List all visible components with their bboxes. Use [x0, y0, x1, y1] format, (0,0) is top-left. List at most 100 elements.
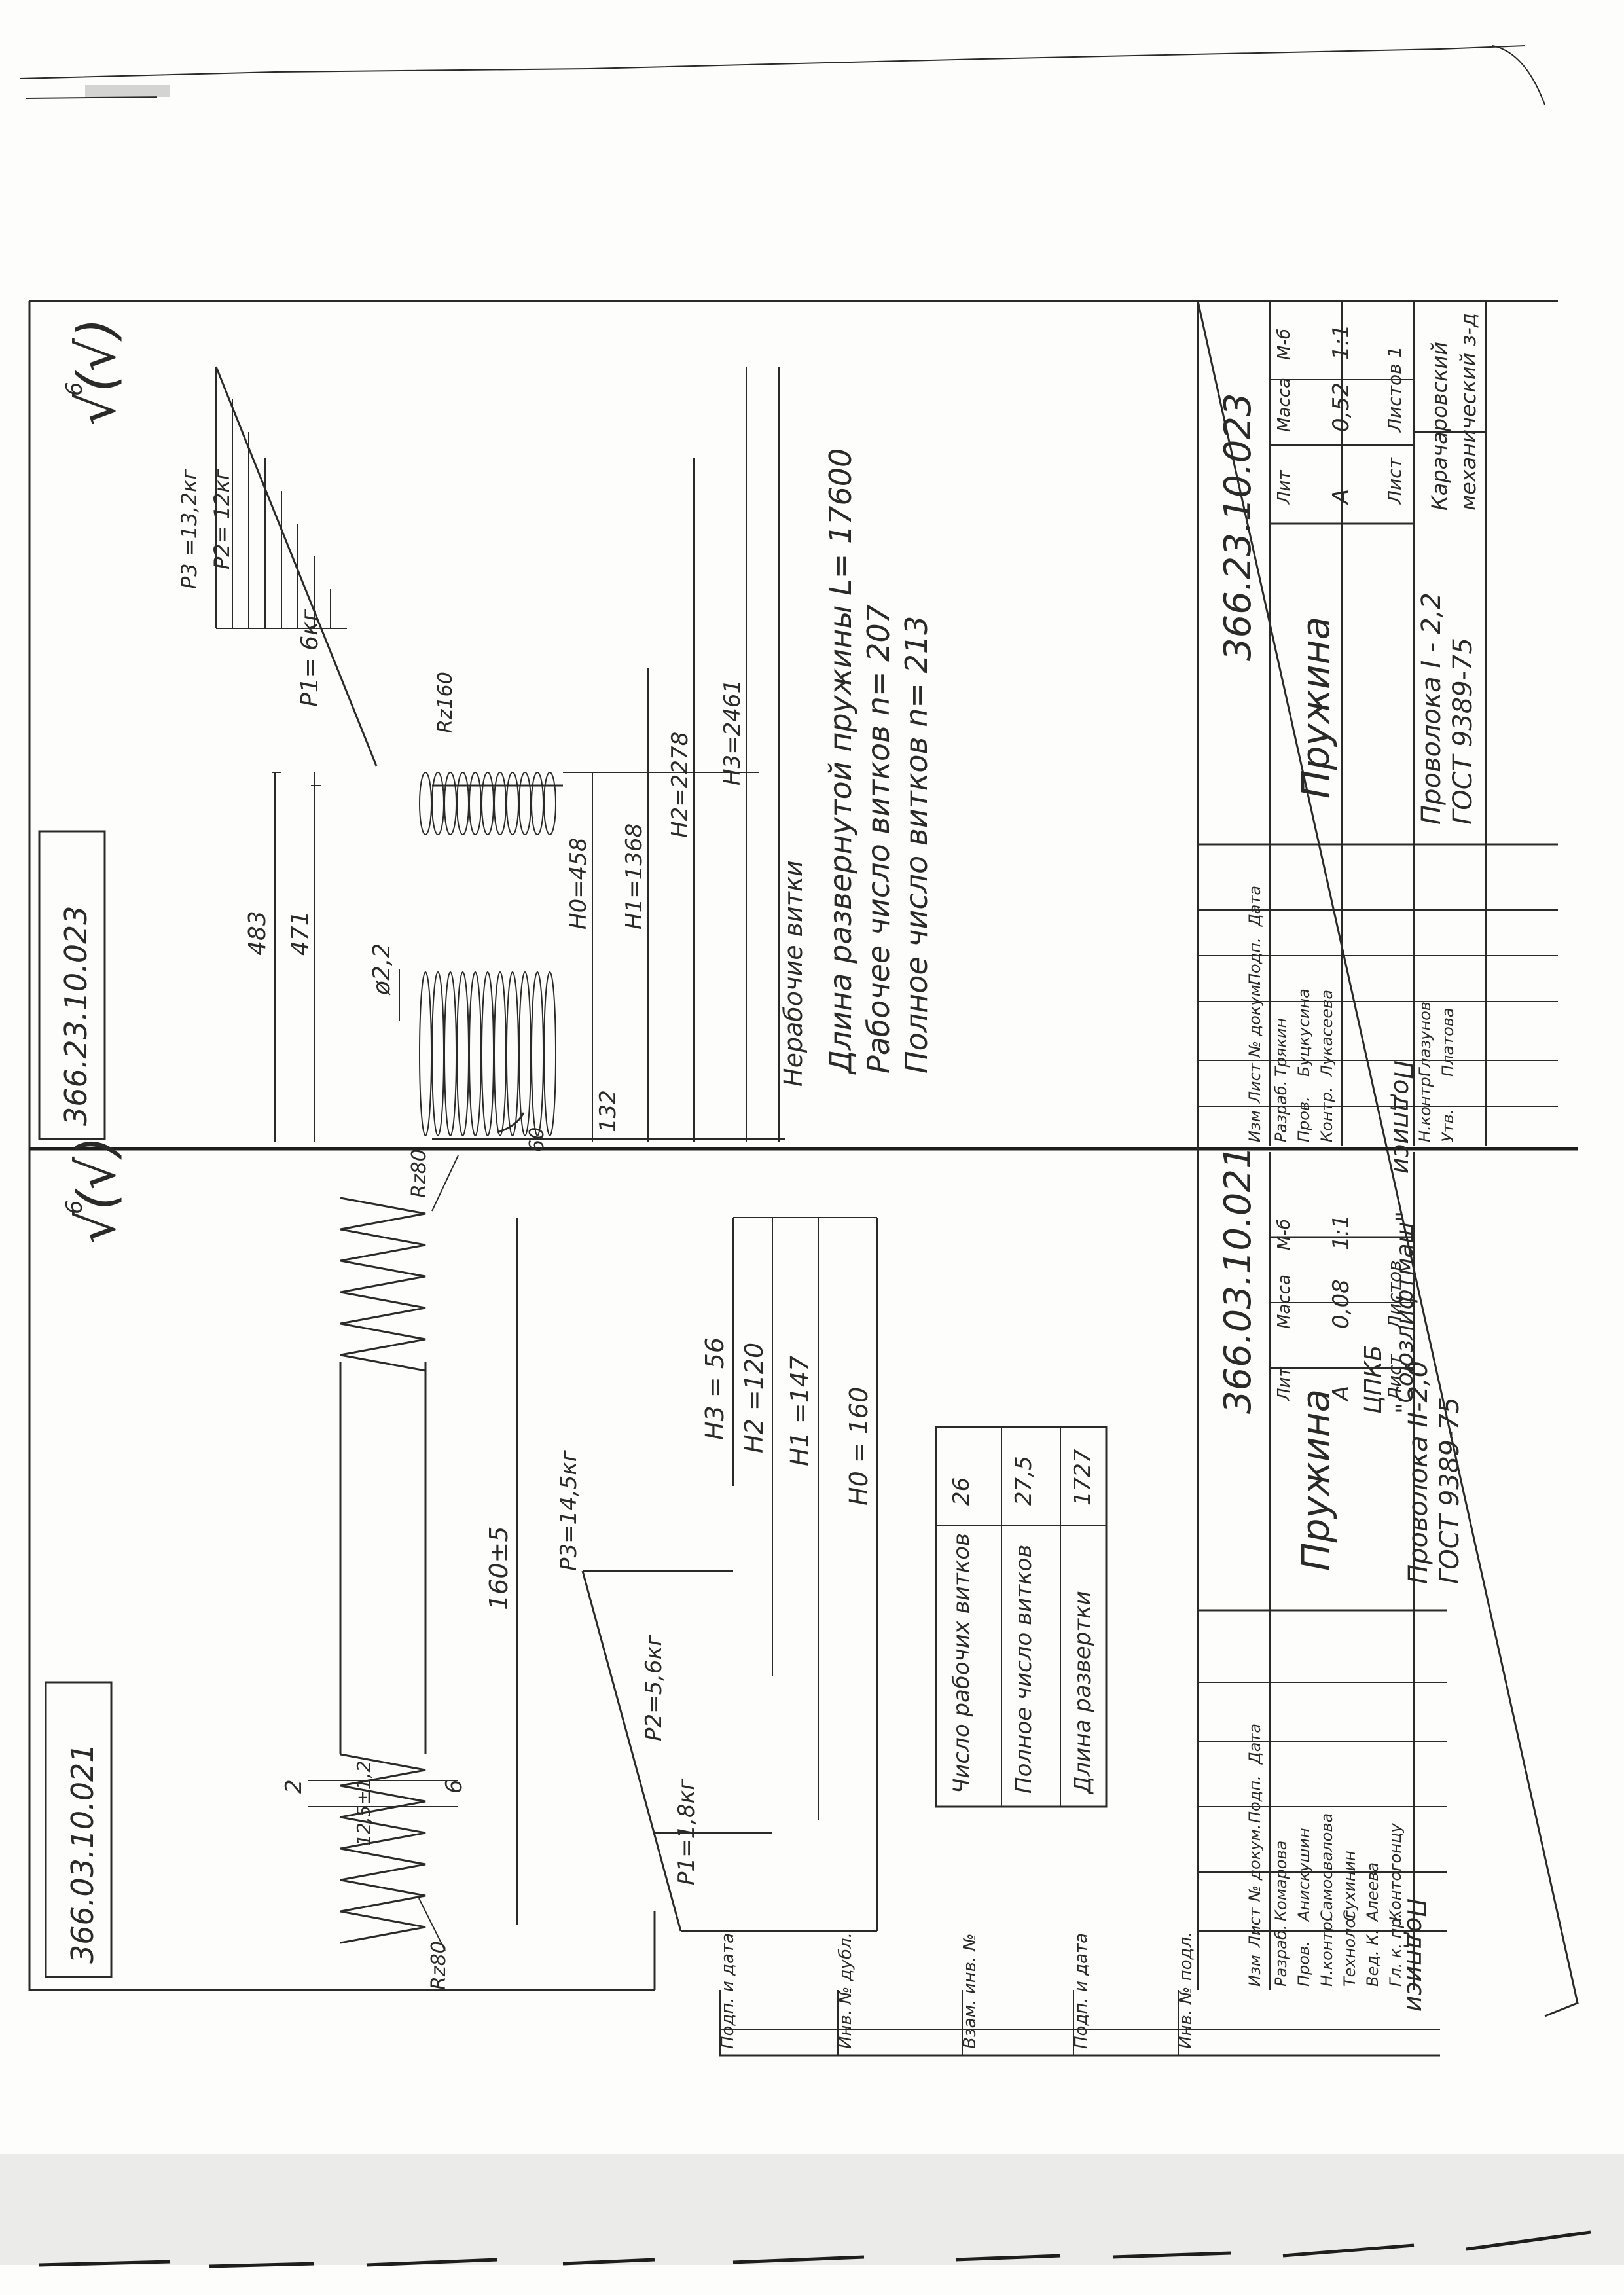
lower-dim-6: 6 [441, 1779, 467, 1794]
lower-mass: 0,08 [1328, 1279, 1354, 1329]
upper-col-izm: Изм [1246, 1110, 1264, 1142]
lower-dim-6-label: 6 [441, 1779, 467, 1794]
lower-title-name-holder: Пружина [1293, 1389, 1338, 1571]
lower-table-row-3-label: Длина развертки [1070, 1591, 1096, 1795]
upper-row-5-role: Утв. [1439, 1110, 1457, 1142]
upper-dim-body: 471 [287, 911, 314, 956]
lower-side-code: 366.03.10.021 [65, 1743, 100, 1964]
upper-lit: А [1328, 489, 1354, 505]
lower-sheet-label: Лист [1384, 1354, 1405, 1401]
lower-row-4-name: Сухинин [1341, 1851, 1359, 1921]
lower-force-diagram [581, 1570, 877, 1932]
lower-sheet: 366.03.10.021 √(√) 6 160±5 2 6 12,5±1,2 [45, 1136, 1465, 2057]
lower-lit-header: Лит [1274, 1367, 1294, 1401]
lower-rz80-bottom: Rz80 [427, 1941, 450, 1990]
lower-material-2: ГОСТ 9389-75 [1435, 1397, 1465, 1584]
stamp-sign-date: Подп. и дата [1072, 1933, 1091, 2049]
upper-rz160: Rz160 [434, 672, 457, 733]
upper-material-2: ГОСТ 9389-75 [1448, 638, 1478, 825]
stamp-sign-date-2: Подп. и дата [718, 1933, 738, 2049]
upper-side-code: 366.23.10.023 [58, 905, 94, 1126]
upper-mass-header: Масса [1274, 378, 1294, 432]
upper-inactive-turns-label: Нерабочие витки [779, 860, 808, 1087]
upper-dim-60: 60 [526, 1127, 549, 1152]
lower-dim-h3: H3 = 56 [700, 1337, 729, 1440]
upper-dim-body-label: 471 [287, 911, 314, 956]
upper-title-code: 366.23.10.023 [1217, 393, 1259, 661]
lower-table-row-2-value: 27,5 [1011, 1456, 1037, 1506]
upper-dim-h0-label: H0=458 [566, 837, 592, 930]
lower-scale-header: М-б [1274, 1219, 1294, 1250]
coil-turn [543, 971, 556, 1136]
roughness-icon: √(√) [66, 318, 127, 425]
upper-force-p3-label: P3 =13,2кг [177, 469, 202, 589]
lower-col-docnum: № докум. [1246, 1824, 1264, 1903]
lower-row-3-name: Самосвалова [1318, 1813, 1336, 1921]
upper-dim-h1: H1=1368 [621, 823, 647, 930]
upper-title-rows: Разраб. Трякин Пров. Буцкусина Контр. Лу… [1272, 988, 1457, 1142]
lower-title-columns: Изм Лист № докум. Подп. Дата [1246, 1724, 1264, 1987]
upper-dim-h3-label: H3=2461 [719, 679, 746, 786]
coil-zigzag [340, 1753, 426, 1944]
upper-roughness-mark: √(√) 6 [62, 318, 127, 425]
coil-turn [543, 772, 556, 835]
upper-scale: 1:1 [1328, 324, 1354, 360]
lower-col-list: Лист [1246, 1907, 1264, 1948]
upper-row-3-role: Контр. [1318, 1087, 1336, 1142]
upper-roughness-value: 6 [62, 382, 88, 396]
lower-force-p3: P3=14,5кг [556, 1449, 582, 1571]
lower-title-code: 366.03.10.021 [1217, 1146, 1259, 1414]
stamp-1: Подп. и дата [718, 1933, 738, 2049]
lower-lit: А [1328, 1386, 1354, 1402]
upper-side-code-box: 366.23.10.023 [38, 830, 106, 1140]
lower-row-4-role: Технолог [1341, 1910, 1359, 1987]
lower-force-p1-label: P1=1,8кг [674, 1778, 700, 1885]
upper-row-2-role: Пров. [1295, 1096, 1313, 1142]
upper-spring-coils [419, 772, 556, 1136]
upper-rz160-label: Rz160 [434, 672, 457, 733]
lower-param-table [935, 1426, 1108, 1808]
lower-col-date: Дата [1246, 1724, 1264, 1765]
upper-force-p1: P1= 6кг [297, 608, 323, 707]
upper-dim-h0: H0=458 [566, 837, 592, 930]
lower-dim-h0-label: H0 = 160 [844, 1387, 873, 1506]
upper-title-code-holder: 366.23.10.023 [1217, 393, 1259, 661]
upper-mass: 0,52 [1328, 382, 1354, 432]
upper-org-2: механический з-д [1456, 313, 1481, 511]
upper-col-date: Дата [1246, 886, 1264, 927]
lower-row-1-name: Комарова [1272, 1841, 1290, 1921]
lower-title-headers: Лит Масса М-б [1274, 1219, 1294, 1401]
upper-title-org: Карачаровский механический з-д [1427, 313, 1481, 511]
upper-notes: Длина развернутой пружины L= 17600 Рабоч… [823, 448, 934, 1075]
upper-dim-132-label: 132 [595, 1090, 621, 1132]
upper-row-1-name: Трякин [1272, 1018, 1290, 1077]
lower-title-rows: Разраб. Комарова Пров. Анискушин Н.контр… [1272, 1813, 1405, 1987]
lower-rz80-top-label: Rz80 [408, 1149, 431, 1198]
upper-title-sheets: Лист Листов 1 [1384, 346, 1405, 505]
upper-dim-h1-label: H1=1368 [621, 823, 647, 930]
lower-col-sign: Подп. [1246, 1775, 1264, 1823]
upper-note-3: Полное число витков n= 213 [899, 616, 934, 1074]
upper-dim-wire: ø2,2 [369, 943, 395, 996]
stamp-2: Инв. № дубл. [836, 1932, 856, 2049]
lower-org-1: ЦПКБ [1360, 1345, 1387, 1414]
lower-row-5-name: Алеева [1363, 1862, 1382, 1923]
lower-title-block [1197, 1152, 1447, 1990]
lower-dim-length-label: 160±5 [484, 1526, 513, 1610]
upper-row-1-role: Разраб. [1272, 1081, 1290, 1142]
upper-row-4-role: Н.контр. [1416, 1072, 1434, 1142]
lower-rz80-top: Rz80 [408, 1149, 431, 1198]
lower-row-1-role: Разраб. [1272, 1925, 1290, 1987]
upper-sheet-label: Лист [1384, 457, 1405, 505]
upper-spring [419, 772, 563, 1140]
upper-org-1: Карачаровский [1427, 342, 1452, 511]
upper-note-1: Длина развернутой пружины L= 17600 [823, 448, 858, 1075]
lower-roughness-mark: √(√) 6 [62, 1136, 127, 1244]
lower-force-p2: P2=5,6кг [641, 1634, 667, 1741]
lower-row-3-role: Н.контр. [1318, 1917, 1336, 1987]
upper-col-docnum: № докум. [1246, 980, 1264, 1058]
lower-dim-pitch: 12,5±1,2 [353, 1761, 374, 1846]
lower-force-p2-label: P2=5,6кг [641, 1634, 667, 1741]
coil-zigzag [340, 1197, 426, 1372]
